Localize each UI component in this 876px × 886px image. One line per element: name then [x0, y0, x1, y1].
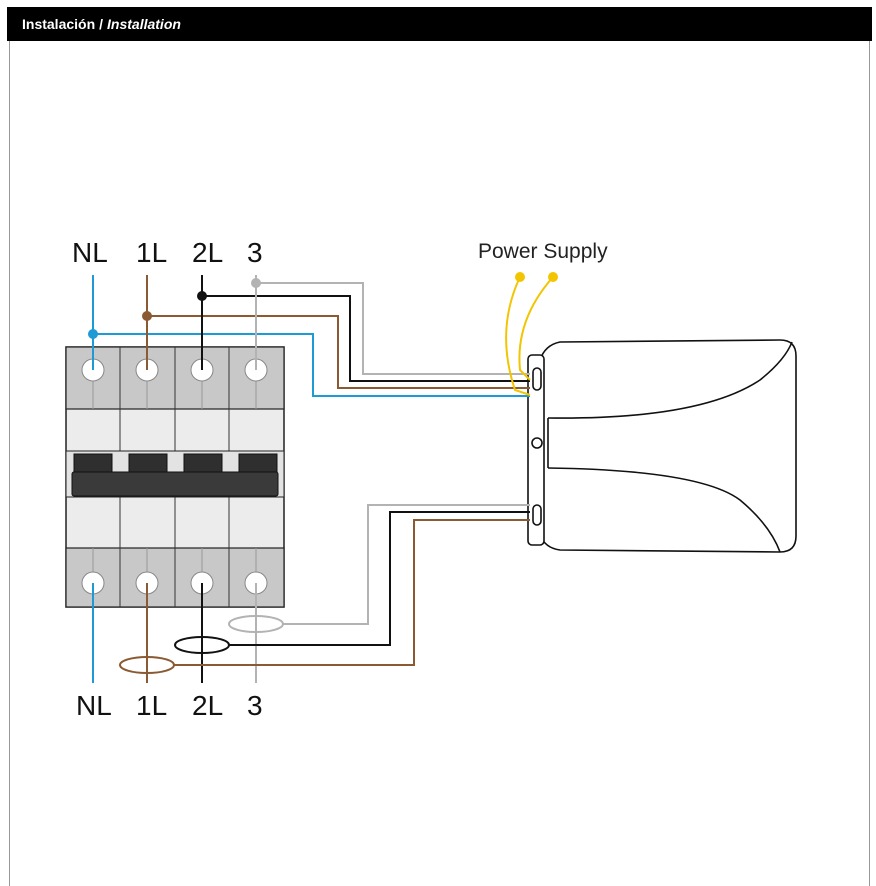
header-title-es: Instalación	[22, 16, 96, 32]
top-label-nl: NL	[72, 237, 108, 268]
meter-device	[527, 339, 797, 553]
power-terminal-1	[515, 272, 525, 282]
content-frame	[9, 41, 870, 886]
bottom-label-3: 3	[247, 690, 263, 721]
section-header: Instalación / Installation	[7, 7, 872, 41]
circuit-breaker	[65, 346, 285, 608]
top-label-2l: 2L	[192, 237, 223, 268]
bottom-label-1l: 1L	[136, 690, 167, 721]
input-wires	[92, 275, 530, 397]
header-separator: /	[99, 16, 104, 32]
power-terminal-2	[548, 272, 558, 282]
bottom-label-nl: NL	[76, 690, 112, 721]
top-label-1l: 1L	[136, 237, 167, 268]
power-supply-label: Power Supply	[478, 240, 608, 263]
output-wires	[92, 504, 530, 683]
header-title-en: Installation	[107, 16, 181, 32]
power-supply-wires	[505, 276, 554, 396]
bottom-label-2l: 2L	[192, 690, 223, 721]
wire-junctions	[88, 278, 261, 339]
top-label-3: 3	[247, 237, 263, 268]
